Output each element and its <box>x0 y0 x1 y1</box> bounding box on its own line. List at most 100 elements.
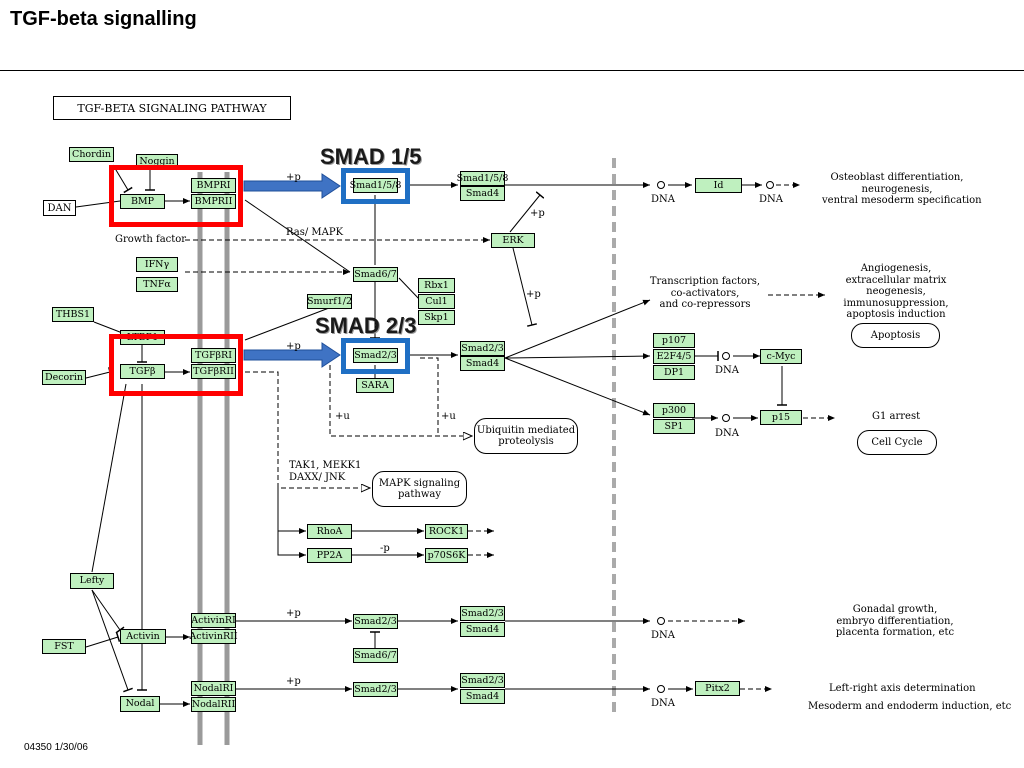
title-divider <box>0 70 1024 71</box>
callout-smad23: SMAD 2/3 <box>315 313 417 338</box>
node-smad158-right[interactable]: Smad1/5/8 <box>457 171 508 186</box>
node-smad4-bmp[interactable]: Smad4 <box>460 186 505 201</box>
dna-site <box>657 181 665 189</box>
callout-smad15: SMAD 1/5 <box>320 144 422 169</box>
label-plus-p: +p <box>530 208 545 219</box>
highlight-bmp-receptor <box>109 165 243 227</box>
node-bmprii[interactable]: BMPRII <box>191 194 236 209</box>
node-dp1[interactable]: DP1 <box>653 365 695 380</box>
node-fst[interactable]: FST <box>42 639 86 654</box>
label-minus-p: -p <box>380 543 390 554</box>
dna-label: DNA <box>759 194 783 205</box>
node-smad158[interactable]: Smad1/5/8 <box>350 178 401 193</box>
node-rhoa[interactable]: RhoA <box>307 524 352 539</box>
label-angiogenesis: Angiogenesis, extracellular matrix neoge… <box>843 263 949 320</box>
label-tak1: TAK1, MEKK1 DAXX/ JNK <box>289 460 362 483</box>
node-lefty[interactable]: Lefty <box>70 573 114 589</box>
label-mesoderm-induction: Mesoderm and endoderm induction, etc <box>808 701 1012 712</box>
node-smad67-activin[interactable]: Smad6/7 <box>353 648 398 663</box>
node-p70s6k[interactable]: p70S6K <box>425 548 468 563</box>
highlight-tgfb-receptor <box>109 334 243 396</box>
label-ras-mapk: Ras/ MAPK <box>286 227 344 238</box>
pathway-title: TGF-BETA SIGNALING PATHWAY <box>53 96 291 120</box>
node-decorin[interactable]: Decorin <box>42 370 86 385</box>
dna-label: DNA <box>651 194 675 205</box>
node-thbs1[interactable]: THBS1 <box>52 307 94 322</box>
label-growth-factor: Growth factor <box>115 234 187 245</box>
node-smad23-activin-right[interactable]: Smad2/3 <box>460 606 505 621</box>
slide-footer: 04350 1/30/06 <box>24 742 88 753</box>
node-smad23-nodal[interactable]: Smad2/3 <box>353 682 398 697</box>
blue-arrow-bmp <box>243 173 341 199</box>
node-smad67[interactable]: Smad6/7 <box>353 267 398 282</box>
link-ubiquitin-proteolysis[interactable]: Ubiquitin mediated proteolysis <box>474 418 578 454</box>
node-smad23[interactable]: Smad2/3 <box>353 348 398 363</box>
node-sara[interactable]: SARA <box>356 378 394 393</box>
highlight-smad158 <box>341 168 410 204</box>
slide-title: TGF-beta signalling <box>10 8 197 30</box>
label-plus-u: +u <box>335 411 350 422</box>
dna-site <box>722 414 730 422</box>
label-left-right-axis: Left-right axis determination <box>829 683 976 694</box>
node-erk[interactable]: ERK <box>491 233 535 248</box>
node-nodal[interactable]: Nodal <box>120 696 160 712</box>
highlight-smad23 <box>341 338 410 374</box>
node-ifny[interactable]: IFNγ <box>136 257 178 272</box>
node-nodalrii[interactable]: NodalRII <box>191 697 236 712</box>
dna-label: DNA <box>651 630 675 641</box>
node-p300[interactable]: p300 <box>653 403 695 418</box>
label-g1-arrest: G1 arrest <box>872 411 921 422</box>
label-transcription-factors: Transcription factors, co-activators, an… <box>649 276 761 310</box>
node-tgfb[interactable]: TGFβ <box>120 364 165 379</box>
node-tgfbrii[interactable]: TGFβRII <box>191 364 236 379</box>
link-apoptosis[interactable]: Apoptosis <box>851 323 940 348</box>
link-mapk-signaling[interactable]: MAPK signaling pathway <box>372 471 467 507</box>
node-smad23-nodal-right[interactable]: Smad2/3 <box>460 673 505 688</box>
node-dan[interactable]: DAN <box>43 200 76 216</box>
node-activinri[interactable]: ActivinRI <box>191 613 236 628</box>
dna-site <box>722 352 730 360</box>
dna-label: DNA <box>651 698 675 709</box>
node-id[interactable]: Id <box>695 178 742 193</box>
link-cell-cycle[interactable]: Cell Cycle <box>857 430 937 455</box>
dna-site <box>657 685 665 693</box>
label-plus-u: +u <box>441 411 456 422</box>
node-pitx2[interactable]: Pitx2 <box>695 681 740 696</box>
node-p107[interactable]: p107 <box>653 333 695 348</box>
node-sp1[interactable]: SP1 <box>653 419 695 434</box>
node-bmp[interactable]: BMP <box>120 194 165 209</box>
node-activinrii[interactable]: ActivinRII <box>189 629 238 644</box>
node-smad4-tgfb[interactable]: Smad4 <box>460 356 505 371</box>
node-e2f45[interactable]: E2F4/5 <box>653 349 695 364</box>
blue-arrow-tgfb <box>243 342 341 368</box>
node-skp1[interactable]: Skp1 <box>418 310 455 325</box>
node-chordin[interactable]: Chordin <box>69 147 114 162</box>
node-rock1[interactable]: ROCK1 <box>425 524 468 539</box>
node-pp2a[interactable]: PP2A <box>307 548 352 563</box>
node-p15[interactable]: p15 <box>760 410 802 425</box>
node-smad4-activin[interactable]: Smad4 <box>460 622 505 637</box>
node-smad4-nodal[interactable]: Smad4 <box>460 689 505 704</box>
node-tnfa[interactable]: TNFα <box>136 277 178 292</box>
label-osteoblast: Osteoblast differentiation, neurogenesis… <box>822 172 982 206</box>
node-tgfbri[interactable]: TGFβRI <box>191 348 236 363</box>
node-smad23-right[interactable]: Smad2/3 <box>460 341 505 356</box>
label-plus-p: +p <box>526 289 541 300</box>
node-smurf12[interactable]: Smurf1/2 <box>307 294 352 309</box>
node-cmyc[interactable]: c-Myc <box>760 349 802 364</box>
dna-site <box>657 617 665 625</box>
node-nodalri[interactable]: NodalRI <box>191 681 236 696</box>
label-plus-p: +p <box>286 341 301 352</box>
node-bmpri[interactable]: BMPRI <box>191 178 236 193</box>
label-plus-p: +p <box>286 676 301 687</box>
node-smad23-activin[interactable]: Smad2/3 <box>353 614 398 629</box>
label-gonadal-growth: Gonadal growth, embryo differentiation, … <box>835 604 955 638</box>
dna-site <box>766 181 774 189</box>
dna-label: DNA <box>715 365 739 376</box>
node-activin[interactable]: Activin <box>120 629 166 644</box>
dna-label: DNA <box>715 428 739 439</box>
node-rbx1[interactable]: Rbx1 <box>418 278 455 293</box>
node-cul1[interactable]: Cul1 <box>418 294 455 309</box>
label-plus-p: +p <box>286 608 301 619</box>
